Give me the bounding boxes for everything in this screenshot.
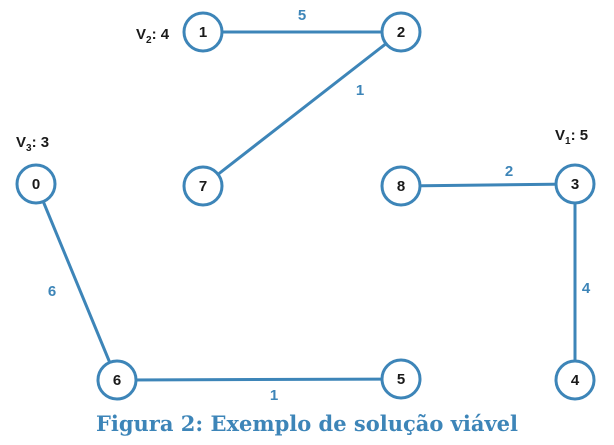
edge-weight-label: 2 (505, 163, 513, 180)
nodes-layer: 0 1 2 3 4 5 6 7 8 (15, 11, 596, 401)
node-circle (554, 163, 596, 205)
vehicle-index: 3 (26, 143, 32, 154)
node-3: 3 (554, 163, 596, 205)
figure-caption: Figura 2: Exemplo de solução viável (95, 411, 519, 436)
node-6: 6 (96, 359, 138, 401)
edge-weight-label: 1 (356, 82, 364, 99)
node-label: 8 (397, 178, 405, 195)
node-circle (182, 165, 224, 207)
edge-weight-label: 5 (298, 7, 306, 24)
vehicle-letter: V (555, 127, 565, 144)
vehicle-value: : 5 (571, 127, 589, 144)
vehicle-letter: V (16, 134, 26, 151)
node-label: 5 (397, 371, 405, 388)
node-label: 2 (397, 24, 405, 41)
node-circle (554, 359, 596, 401)
vehicle-value: : 3 (32, 134, 50, 151)
edge-weight-label: 4 (582, 280, 591, 297)
node-7: 7 (182, 165, 224, 207)
node-circle (380, 11, 422, 53)
vehicle-label-3: V1: 5 (555, 127, 588, 147)
edge-weight-label: 6 (48, 283, 56, 300)
vehicle-index: 2 (146, 35, 152, 46)
node-4: 4 (554, 359, 596, 401)
node-5: 5 (380, 358, 422, 400)
node-label: 6 (113, 372, 121, 389)
node-label: 7 (199, 178, 207, 195)
node-8: 8 (380, 165, 422, 207)
edge-2-7 (202, 30, 402, 188)
vehicle-index: 1 (565, 136, 571, 147)
node-label: 3 (571, 176, 579, 193)
node-circle (182, 11, 224, 53)
node-circle (96, 359, 138, 401)
vehicle-label-1: V2: 4 (136, 26, 170, 46)
edge-labels-layer: 5 1 2 4 6 1 (48, 7, 591, 404)
node-1: 1 (182, 11, 224, 53)
node-circle (380, 358, 422, 400)
node-label: 1 (199, 24, 207, 41)
vehicle-letter: V (136, 26, 146, 43)
node-circle (380, 165, 422, 207)
edge-weight-label: 1 (270, 387, 278, 404)
vehicle-label-0: V3: 3 (16, 134, 49, 154)
vehicle-value: : 4 (152, 26, 170, 43)
edges-layer (34, 30, 577, 382)
node-0: 0 (15, 163, 57, 205)
edge-8-3 (400, 182, 576, 188)
edge-0-6 (34, 183, 119, 381)
node-label: 0 (32, 176, 40, 193)
node-2: 2 (380, 11, 422, 53)
edge-6-5 (116, 377, 402, 382)
node-label: 4 (571, 372, 580, 389)
node-circle (15, 163, 57, 205)
